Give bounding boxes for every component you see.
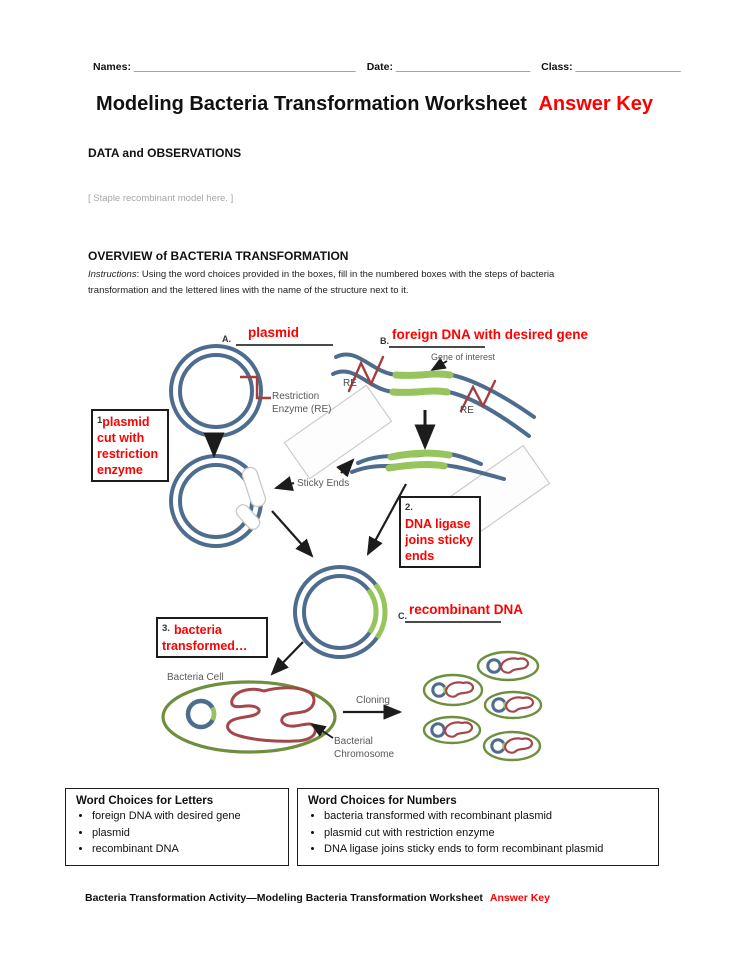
names-label: Names: (93, 61, 131, 73)
list-item: DNA ligase joins sticky ends to form rec… (324, 841, 658, 858)
list-item: foreign DNA with desired gene (92, 808, 288, 825)
re-label-left: RE (343, 378, 357, 389)
sticky-ends-pointer-icon (273, 476, 295, 492)
word-choices-numbers-box: Word Choices for Numbers bacteria transf… (297, 788, 659, 866)
step-1-text: plasmid cut with restriction enzyme (97, 415, 159, 477)
step-2-number: 2. (405, 502, 413, 513)
plasmid-diagram (169, 344, 271, 438)
word-choices-letters-box: Word Choices for Letters foreign DNA wit… (65, 788, 289, 866)
dna-fragment-diagram (350, 449, 506, 481)
page-title-answer-key: Answer Key (538, 93, 653, 115)
step-box-2: 2. DNA ligase joins sticky ends (399, 496, 481, 568)
list-item: bacteria transformed with recombinant pl… (324, 808, 658, 825)
arrow-to-cell-icon (270, 641, 304, 676)
answer-line-a (236, 344, 333, 346)
data-observations-heading: DATA and OBSERVATIONS (88, 146, 242, 160)
answer-b-foreign-dna: foreign DNA with desired gene (392, 327, 589, 342)
step-box-3: 3.bacteria transformed… (156, 617, 268, 658)
recombinant-plasmid-diagram (293, 565, 388, 659)
list-item: recombinant DNA (92, 841, 288, 858)
step-box-1: 1plasmid cut with restriction enzyme (91, 409, 169, 482)
cloned-cells-diagram (422, 650, 543, 762)
page-footer: Bacteria Transformation Activity—Modelin… (85, 892, 550, 904)
instructions-body: : Using the word choices provided in the… (88, 269, 555, 296)
class-blank: __________________ (575, 61, 681, 73)
answer-letter-c: C. (398, 611, 407, 621)
class-label: Class: (541, 61, 573, 73)
header-line: Names: _________________________________… (93, 61, 681, 73)
footer-main: Bacteria Transformation Activity—Modelin… (85, 892, 483, 904)
list-item: plasmid (92, 825, 288, 842)
answer-c-recombinant-dna: recombinant DNA (409, 602, 524, 617)
answer-line-c (405, 621, 501, 623)
sticky-ends-label: Sticky Ends (297, 478, 350, 489)
step-3-text: bacteria transformed… (162, 623, 248, 653)
gene-of-interest-label: Gene of interest (431, 352, 496, 362)
date-blank: _______________________ (395, 61, 531, 73)
arrow-to-recombinant-icon (271, 510, 314, 558)
date-label: Date: (366, 61, 393, 73)
cloned-cell (422, 715, 482, 745)
answer-line-b (389, 346, 485, 348)
step-1-number: 1 (97, 415, 103, 426)
instructions-lead: Instructions (88, 269, 137, 280)
step-3-number: 3. (162, 623, 170, 634)
footer-answer-key: Answer Key (489, 892, 550, 904)
word-choices-numbers-title: Word Choices for Numbers (308, 795, 457, 807)
list-item: plasmid cut with restriction enzyme (324, 825, 658, 842)
overview-heading: OVERVIEW of BACTERIA TRANSFORMATION (88, 249, 349, 263)
word-choices-letters-title: Word Choices for Letters (76, 795, 214, 807)
answer-letter-b: B. (380, 336, 389, 346)
cloning-label: Cloning (356, 695, 390, 706)
staple-note: [ Staple recombinant model here. ] (88, 193, 234, 204)
cloned-cell (483, 690, 543, 720)
answer-letter-a: A. (222, 334, 231, 344)
names-blank: ______________________________________ (133, 61, 356, 73)
re-label-right: RE (460, 405, 474, 416)
word-choices-numbers-list: bacteria transformed with recombinant pl… (298, 808, 658, 858)
page-title: Modeling Bacteria Transformation Workshe… (0, 93, 749, 116)
cut-plasmid-diagram (169, 454, 267, 548)
chromosome-pointer-icon (310, 723, 334, 739)
word-choices-letters-list: foreign DNA with desired gene plasmid re… (66, 808, 288, 858)
answer-a-plasmid: plasmid (248, 325, 300, 340)
bacterial-chromosome-label: Bacterial Chromosome (334, 736, 395, 760)
instructions-text: Instructions: Using the word choices pro… (88, 267, 578, 298)
foreign-dna-diagram (331, 352, 536, 438)
page-title-main: Modeling Bacteria Transformation Workshe… (96, 93, 527, 115)
restriction-enzyme-label: Restriction Enzyme (RE) (272, 391, 332, 415)
cloned-cell (476, 650, 540, 682)
fragment-pointer-icon (336, 458, 355, 478)
bacteria-cell-diagram (161, 680, 337, 754)
cloned-cell (422, 673, 484, 707)
step-2-text: DNA ligase joins sticky ends (405, 517, 474, 563)
bacteria-cell-label: Bacteria Cell (167, 672, 224, 683)
cloned-cell (482, 730, 542, 762)
